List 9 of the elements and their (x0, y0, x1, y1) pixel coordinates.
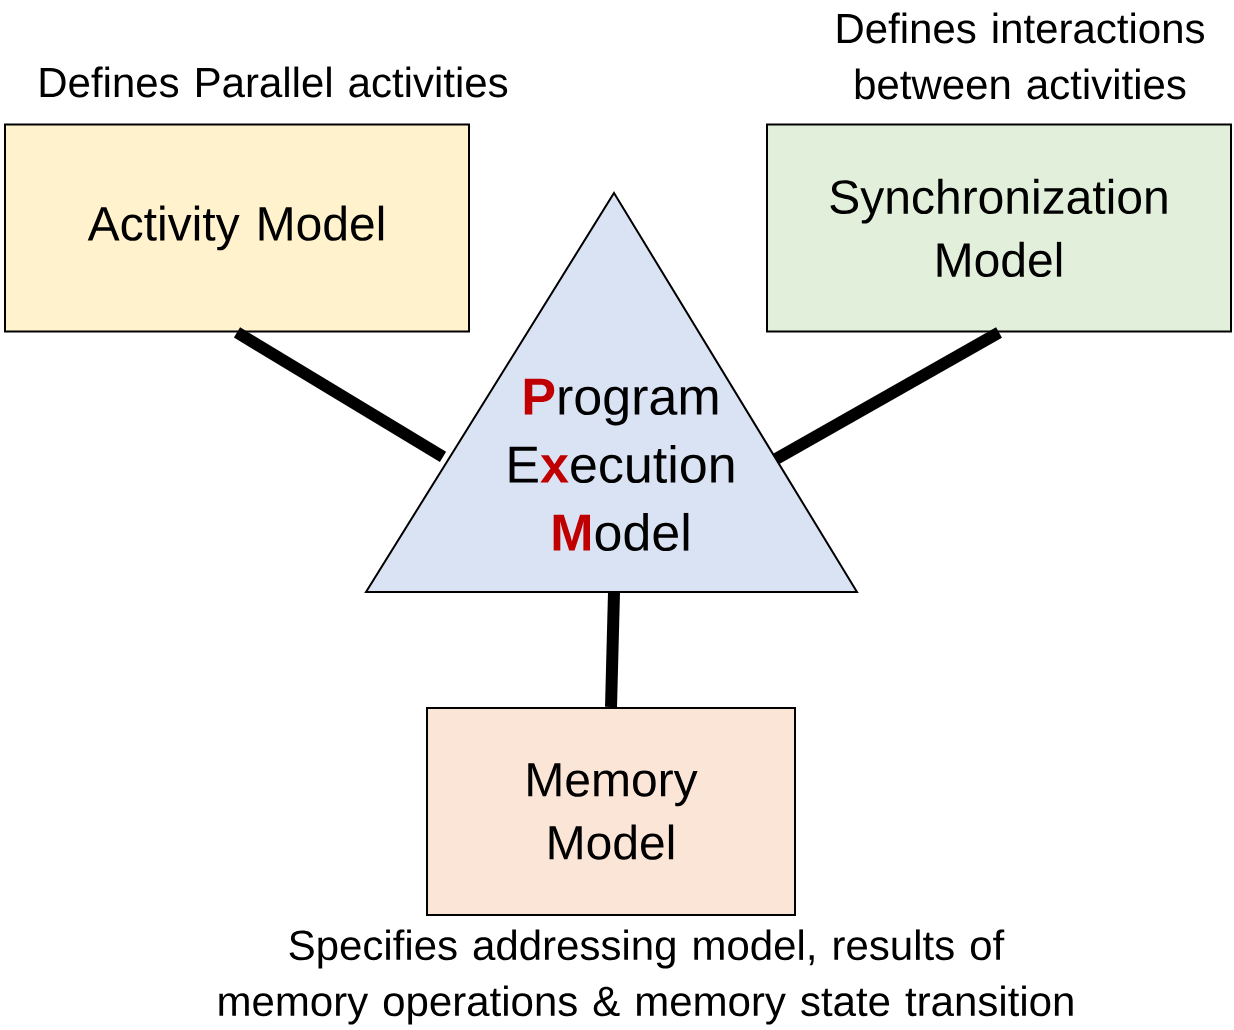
connector-line (773, 327, 1002, 465)
model-box: Synchronization Model (766, 123, 1232, 333)
node-label: Defines Parallel activities (40, 66, 508, 98)
model-box: Activity Model (4, 123, 470, 333)
model-box: Memory Model (426, 707, 796, 916)
node-label: Specifies addressing model, results of memory operations & memory state transition (219, 929, 1073, 1025)
node-label: Defines interactions between activities (837, 12, 1204, 100)
connector-line (605, 591, 620, 708)
connector-line (233, 327, 447, 463)
